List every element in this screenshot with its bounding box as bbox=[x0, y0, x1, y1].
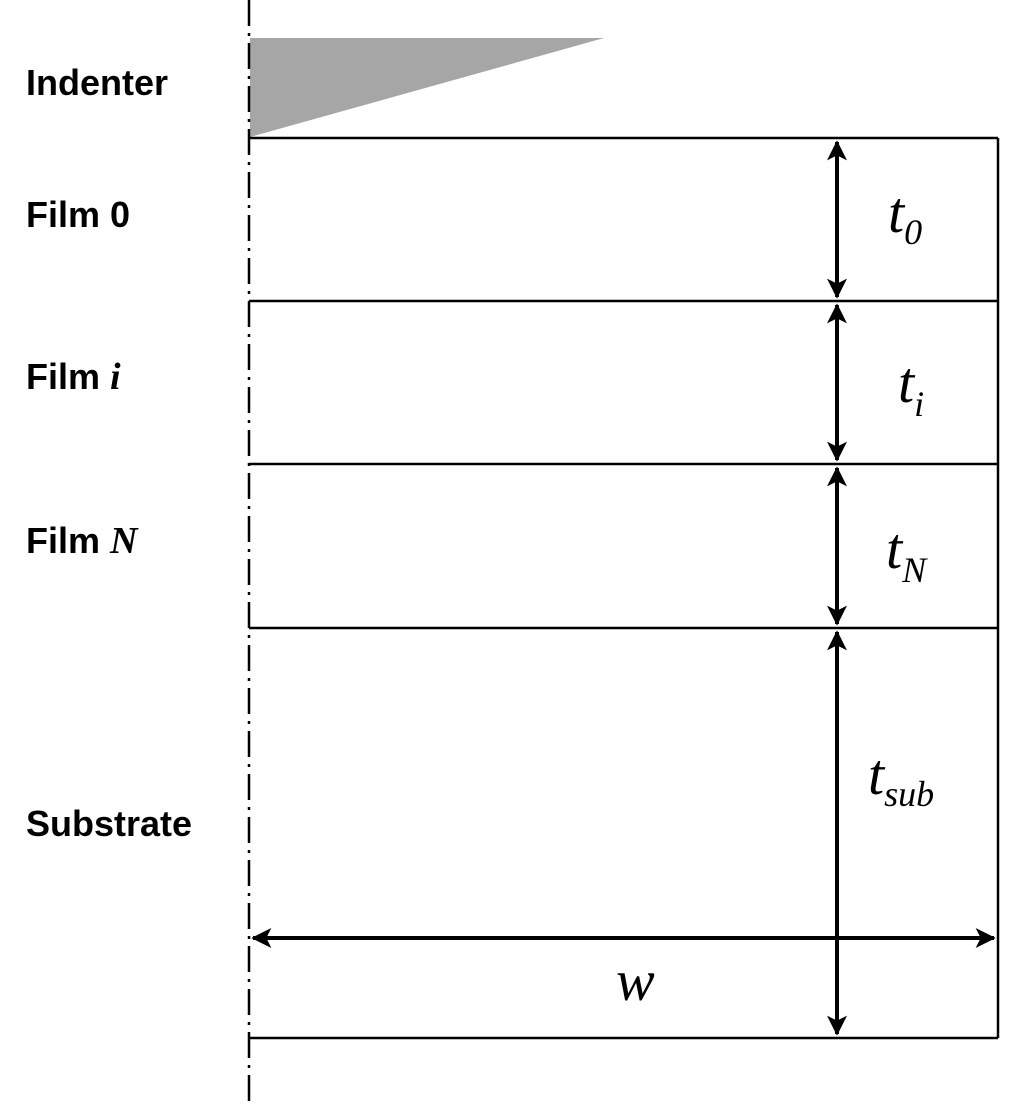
dim-label-tN-sub: N bbox=[901, 550, 928, 590]
label-film-i-prefix: Film bbox=[26, 356, 110, 397]
dim-label-tN-var: t bbox=[886, 516, 904, 581]
dim-label-tsub: tsub bbox=[868, 742, 934, 814]
label-film-n: Film N bbox=[26, 520, 139, 562]
dim-label-tN: tN bbox=[886, 516, 928, 590]
dim-label-tsub-var: t bbox=[868, 742, 886, 807]
label-indenter: Indenter bbox=[26, 62, 168, 103]
label-substrate: Substrate bbox=[26, 803, 192, 844]
dim-label-t0-var: t bbox=[888, 180, 906, 245]
label-film-i-var: i bbox=[110, 356, 121, 398]
dim-label-t0-sub: 0 bbox=[904, 212, 922, 252]
label-film-i: Film i bbox=[26, 356, 121, 398]
dim-label-w: w bbox=[616, 948, 655, 1013]
label-film-0: Film 0 bbox=[26, 194, 130, 235]
label-film-n-var: N bbox=[109, 520, 139, 562]
label-film-n-prefix: Film bbox=[26, 520, 110, 561]
dim-label-t0: t0 bbox=[888, 180, 922, 252]
dim-label-ti-sub: i bbox=[914, 384, 924, 424]
dim-label-ti-var: t bbox=[898, 350, 916, 415]
dim-label-tsub-sub: sub bbox=[884, 774, 934, 814]
dim-label-ti: ti bbox=[898, 350, 924, 424]
indenter-wedge bbox=[250, 38, 604, 137]
